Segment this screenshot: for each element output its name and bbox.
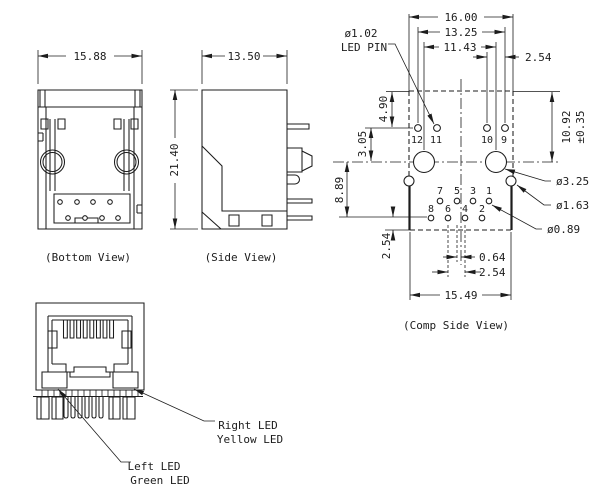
dim-side-width: 13.50 xyxy=(202,49,287,84)
comp-side-view-drawing: 12 11 10 9 7 5 3 1 8 6 4 2 16.00 13.25 xyxy=(333,11,589,332)
svg-text:ø1.63: ø1.63 xyxy=(556,199,589,212)
pin-label-3: 3 xyxy=(470,186,476,197)
svg-text:ø3.25: ø3.25 xyxy=(556,175,589,188)
shield-post-holes xyxy=(414,152,507,173)
led-window-left xyxy=(42,372,67,388)
signal-pin-holes xyxy=(428,198,492,221)
side-view-caption: (Side View) xyxy=(205,251,278,264)
pin-label-4: 4 xyxy=(462,204,468,215)
shield-post-rings xyxy=(41,150,139,174)
svg-text:ø1.02: ø1.02 xyxy=(344,27,377,40)
dim-height-tol: 10.92 ±0.35 xyxy=(549,92,587,162)
svg-text:15.49: 15.49 xyxy=(444,289,477,302)
svg-text:4.90: 4.90 xyxy=(377,96,390,123)
side-view-drawing: 13.50 21.40 (Side View) xyxy=(168,49,312,264)
mounting-legs xyxy=(37,397,135,419)
svg-text:0.64: 0.64 xyxy=(479,251,506,264)
svg-text:13.25: 13.25 xyxy=(444,26,477,39)
callout-post-dia: ø3.25 xyxy=(505,169,589,188)
dim-led-pitch: 2.54 xyxy=(473,51,552,64)
pin-label-8: 8 xyxy=(428,204,434,215)
dim-pin-pitch: 2.54 xyxy=(432,266,506,279)
svg-text:16.00: 16.00 xyxy=(444,11,477,24)
led-pin-holes xyxy=(415,125,509,132)
latch-window-right xyxy=(122,331,131,348)
svg-text:10.92: 10.92 xyxy=(560,110,573,143)
callout-pin-dia: ø0.89 xyxy=(492,205,580,236)
dim-post-span: 11.43 xyxy=(424,41,496,54)
callout-left-led: Left LED Green LED xyxy=(58,389,190,487)
led-light-pipes xyxy=(50,119,129,191)
callout-right-led: Right LED Yellow LED xyxy=(134,389,283,446)
dim-bottom-width: 15.88 xyxy=(38,49,142,84)
svg-text:±0.35: ±0.35 xyxy=(574,110,587,143)
dim-center-to-pins: 8.89 xyxy=(333,162,350,217)
callout-hole-dia: ø1.63 xyxy=(517,185,589,212)
callout-led-pin-dia: ø1.02 LED PIN xyxy=(341,27,434,124)
comp-side-view-caption: (Comp Side View) xyxy=(403,319,509,332)
dim-text-15-88: 15.88 xyxy=(73,50,106,63)
svg-text:2.54: 2.54 xyxy=(525,51,552,64)
svg-text:LED PIN: LED PIN xyxy=(341,41,387,54)
dim-led-to-center: 3.05 xyxy=(356,128,374,161)
svg-text:Left LED: Left LED xyxy=(128,460,181,473)
pin-label-11: 11 xyxy=(430,135,442,146)
bottom-view-caption: (Bottom View) xyxy=(45,251,131,264)
mounting-holes xyxy=(404,176,516,186)
pin-label-5: 5 xyxy=(454,186,460,197)
svg-text:8.89: 8.89 xyxy=(333,177,346,204)
pin-label-2: 2 xyxy=(479,204,485,215)
latch-window-left xyxy=(48,331,57,348)
svg-text:11.43: 11.43 xyxy=(443,41,476,54)
front-view-drawing: Right LED Yellow LED Left LED Green LED xyxy=(33,303,283,487)
side-view-mounting-tabs xyxy=(287,124,312,220)
pin-label-7: 7 xyxy=(437,186,443,197)
dim-body-width: 16.00 xyxy=(409,11,513,24)
dim-text-13-50: 13.50 xyxy=(227,50,260,63)
dim-row-gap: 2.54 xyxy=(380,206,396,259)
svg-text:2.54: 2.54 xyxy=(479,266,506,279)
svg-text:Yellow LED: Yellow LED xyxy=(217,433,283,446)
svg-text:ø0.89: ø0.89 xyxy=(547,223,580,236)
pin-comb xyxy=(42,390,138,396)
pin-label-12: 12 xyxy=(411,135,423,146)
pin-label-1: 1 xyxy=(486,186,492,197)
dim-led-span: 13.25 xyxy=(418,26,505,39)
svg-text:2.54: 2.54 xyxy=(380,232,393,259)
contact-block-holes xyxy=(58,200,121,221)
dim-half-offset: 0.64 xyxy=(443,251,506,264)
svg-text:3.05: 3.05 xyxy=(356,131,369,158)
dim-hole-span: 15.49 xyxy=(410,289,511,302)
bottom-view-drawing: 15.88 (Bottom View) xyxy=(38,49,142,264)
component-outline-hidden xyxy=(409,91,513,230)
pin-label-10: 10 xyxy=(481,135,493,146)
pin-label-6: 6 xyxy=(445,204,451,215)
dim-side-height: 21.40 xyxy=(168,90,198,229)
side-view-body-outline xyxy=(202,90,287,229)
dim-text-21-40: 21.40 xyxy=(168,143,181,176)
svg-text:Green LED: Green LED xyxy=(130,474,190,487)
bottom-view-body-outline xyxy=(38,90,142,229)
pin-label-9: 9 xyxy=(501,135,507,146)
led-window-right xyxy=(113,372,138,388)
contact-slots xyxy=(64,320,114,338)
pin-number-labels: 12 11 10 9 7 5 3 1 8 6 4 2 xyxy=(411,135,507,215)
dim-led-row: 4.90 xyxy=(377,92,395,127)
svg-text:Right LED: Right LED xyxy=(218,419,278,432)
